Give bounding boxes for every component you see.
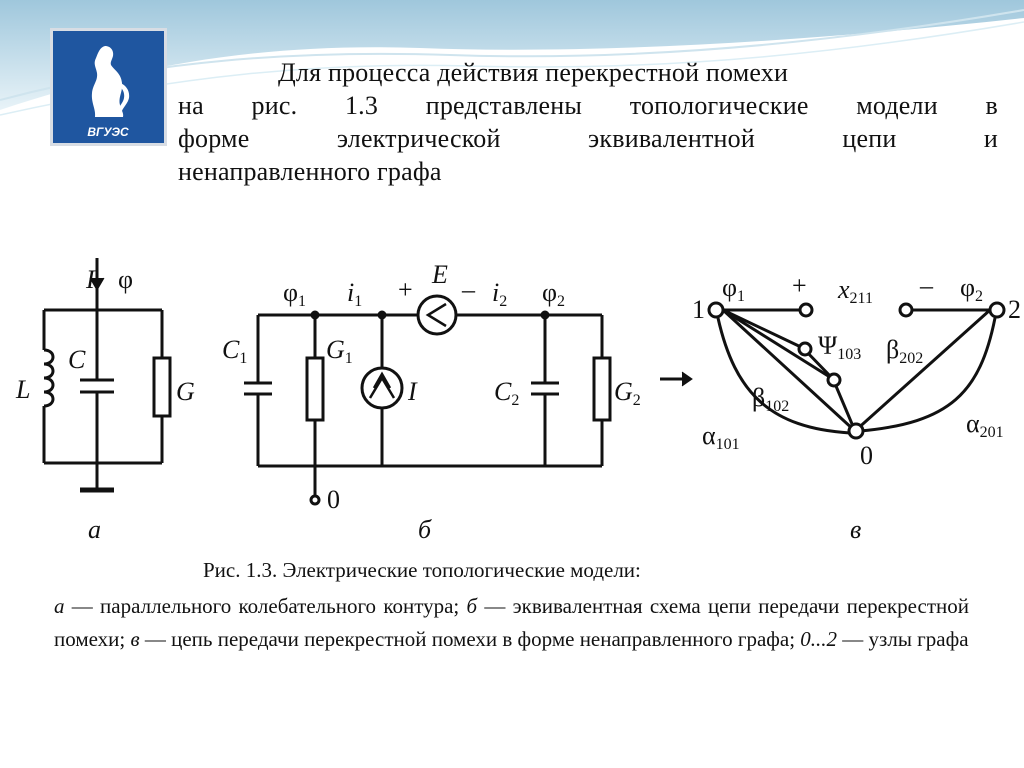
label-b-G2-sub: 2 bbox=[633, 392, 641, 409]
caption-text-3: — цепь передачи перекрестной помехи в фо… bbox=[139, 627, 801, 651]
graph-node-psi-bottom bbox=[826, 372, 842, 388]
caption-letter-v: в bbox=[850, 515, 861, 544]
svg-text:φ2: φ2 bbox=[960, 273, 983, 305]
label-v-psi103-sub: 103 bbox=[837, 346, 861, 363]
label-b-phi1: φ bbox=[283, 278, 298, 307]
caption-text-4: — узлы графа bbox=[837, 627, 969, 651]
university-logo: ВГУЭС bbox=[50, 28, 167, 146]
label-b-i2-sub: 2 bbox=[499, 293, 507, 310]
label-b-i2: i bbox=[492, 278, 499, 307]
svg-text:β202: β202 bbox=[886, 335, 923, 367]
intro-paragraph: Для процесса действия перекрестной помех… bbox=[178, 56, 998, 188]
svg-text:Ψ103: Ψ103 bbox=[818, 331, 861, 363]
label-b-C1: C bbox=[222, 335, 240, 364]
intro-line-1: Для процесса действия перекрестной помех… bbox=[278, 58, 789, 87]
label-b-phi2-sub: 2 bbox=[557, 293, 565, 310]
label-b-G1-sub: 1 bbox=[345, 350, 353, 367]
label-a-C: C bbox=[68, 345, 86, 374]
label-b-C2-sub: 2 bbox=[511, 392, 519, 409]
label-a-phi: φ bbox=[118, 265, 133, 294]
label-v-x211-sub: 211 bbox=[850, 290, 873, 307]
label-b-G2: G bbox=[614, 377, 633, 406]
label-v-x211: x bbox=[837, 275, 850, 304]
conductance-G1 bbox=[305, 356, 325, 422]
caption-a-letter: а bbox=[54, 594, 65, 618]
figure-1-3: I φ L C G а φ1 i1 + E – i2 φ2 C1 G1 I C2… bbox=[15, 258, 1021, 544]
label-b-C2: C bbox=[494, 377, 512, 406]
label-v-beta102: β bbox=[752, 383, 765, 412]
svg-text:α201: α201 bbox=[966, 409, 1004, 441]
figure-caption-body: а — параллельного колебательного контура… bbox=[54, 590, 969, 656]
label-v-alpha201-sub: 201 bbox=[980, 424, 1004, 441]
label-b-G1: G bbox=[326, 335, 345, 364]
label-b-minus: – bbox=[461, 275, 476, 304]
voltage-source-E bbox=[416, 294, 458, 336]
label-v-phi1: φ bbox=[722, 273, 737, 302]
svg-text:C1: C1 bbox=[222, 335, 247, 367]
label-a-L: L bbox=[15, 375, 30, 404]
logo-text: ВГУЭС bbox=[87, 125, 129, 139]
label-b-i1-sub: 1 bbox=[354, 293, 362, 310]
caption-letter-b: б bbox=[418, 515, 432, 544]
label-v-plus: + bbox=[792, 271, 807, 300]
svg-text:i1: i1 bbox=[347, 278, 362, 310]
label-v-node1: 1 bbox=[692, 295, 705, 324]
label-b-I: I bbox=[407, 377, 418, 406]
svg-text:i2: i2 bbox=[492, 278, 507, 310]
svg-text:α101: α101 bbox=[702, 421, 740, 453]
label-v-beta202-sub: 202 bbox=[899, 350, 923, 367]
caption-text-2: — эквивалентная схема цепи передачи пере… bbox=[54, 594, 969, 651]
svg-text:φ1: φ1 bbox=[283, 278, 306, 310]
label-b-i1: i bbox=[347, 278, 354, 307]
svg-text:G2: G2 bbox=[614, 377, 641, 409]
intro-line-3: форме электрической эквивалентной цепи и bbox=[178, 124, 998, 153]
label-v-phi1-sub: 1 bbox=[737, 288, 745, 305]
inductor-L bbox=[43, 348, 55, 408]
label-v-psi103: Ψ bbox=[818, 331, 838, 360]
caption-range: 0...2 bbox=[800, 627, 838, 651]
university-emblem-icon: ВГУЭС bbox=[50, 28, 167, 146]
graph-node-0 bbox=[847, 422, 865, 440]
label-v-node0: 0 bbox=[860, 441, 873, 470]
conductance-G2 bbox=[592, 356, 612, 422]
svg-text:G1: G1 bbox=[326, 335, 353, 367]
caption-v-letter: в bbox=[130, 627, 140, 651]
svg-text:φ1: φ1 bbox=[722, 273, 745, 305]
graph-node-2 bbox=[988, 301, 1006, 319]
svg-text:C2: C2 bbox=[494, 377, 519, 409]
label-v-alpha101-sub: 101 bbox=[716, 436, 740, 453]
label-b-zero: 0 bbox=[327, 485, 340, 514]
graph-node-psi-top bbox=[797, 341, 813, 357]
diagram-b-equivalent-circuit bbox=[244, 294, 612, 506]
svg-text:φ2: φ2 bbox=[542, 278, 565, 310]
label-v-minus: – bbox=[919, 271, 934, 300]
caption-b-letter: б bbox=[466, 594, 478, 618]
label-v-node2: 2 bbox=[1008, 295, 1021, 324]
label-a-G: G bbox=[176, 377, 195, 406]
label-v-alpha201: α bbox=[966, 409, 980, 438]
label-v-phi2-sub: 2 bbox=[975, 288, 983, 305]
caption-letter-a: а bbox=[88, 515, 101, 544]
label-b-phi2: φ bbox=[542, 278, 557, 307]
label-v-beta102-sub: 102 bbox=[765, 398, 789, 415]
graph-node-1 bbox=[707, 301, 725, 319]
figure-caption-title: Рис. 1.3. Электрические топологические м… bbox=[203, 558, 641, 582]
intro-line-2: на рис. 1.3 представлены топологические … bbox=[178, 91, 998, 120]
caption-text-1: — параллельного колебательного контура; bbox=[64, 594, 467, 618]
diagram-a-oscillating-circuit bbox=[42, 258, 172, 493]
intro-line-4: ненаправленного графа bbox=[178, 157, 442, 186]
label-b-phi1-sub: 1 bbox=[298, 293, 306, 310]
label-v-beta202: β bbox=[886, 335, 899, 364]
label-b-C1-sub: 1 bbox=[239, 350, 247, 367]
svg-text:β102: β102 bbox=[752, 383, 789, 415]
svg-text:x211: x211 bbox=[837, 275, 873, 307]
label-b-plus: + bbox=[398, 275, 413, 304]
diagram-v-undirected-graph bbox=[707, 301, 1006, 440]
label-v-alpha101: α bbox=[702, 421, 716, 450]
conductance-G bbox=[152, 356, 172, 418]
label-a-I: I bbox=[85, 265, 96, 294]
label-v-phi2: φ bbox=[960, 273, 975, 302]
label-b-E: E bbox=[431, 260, 448, 289]
